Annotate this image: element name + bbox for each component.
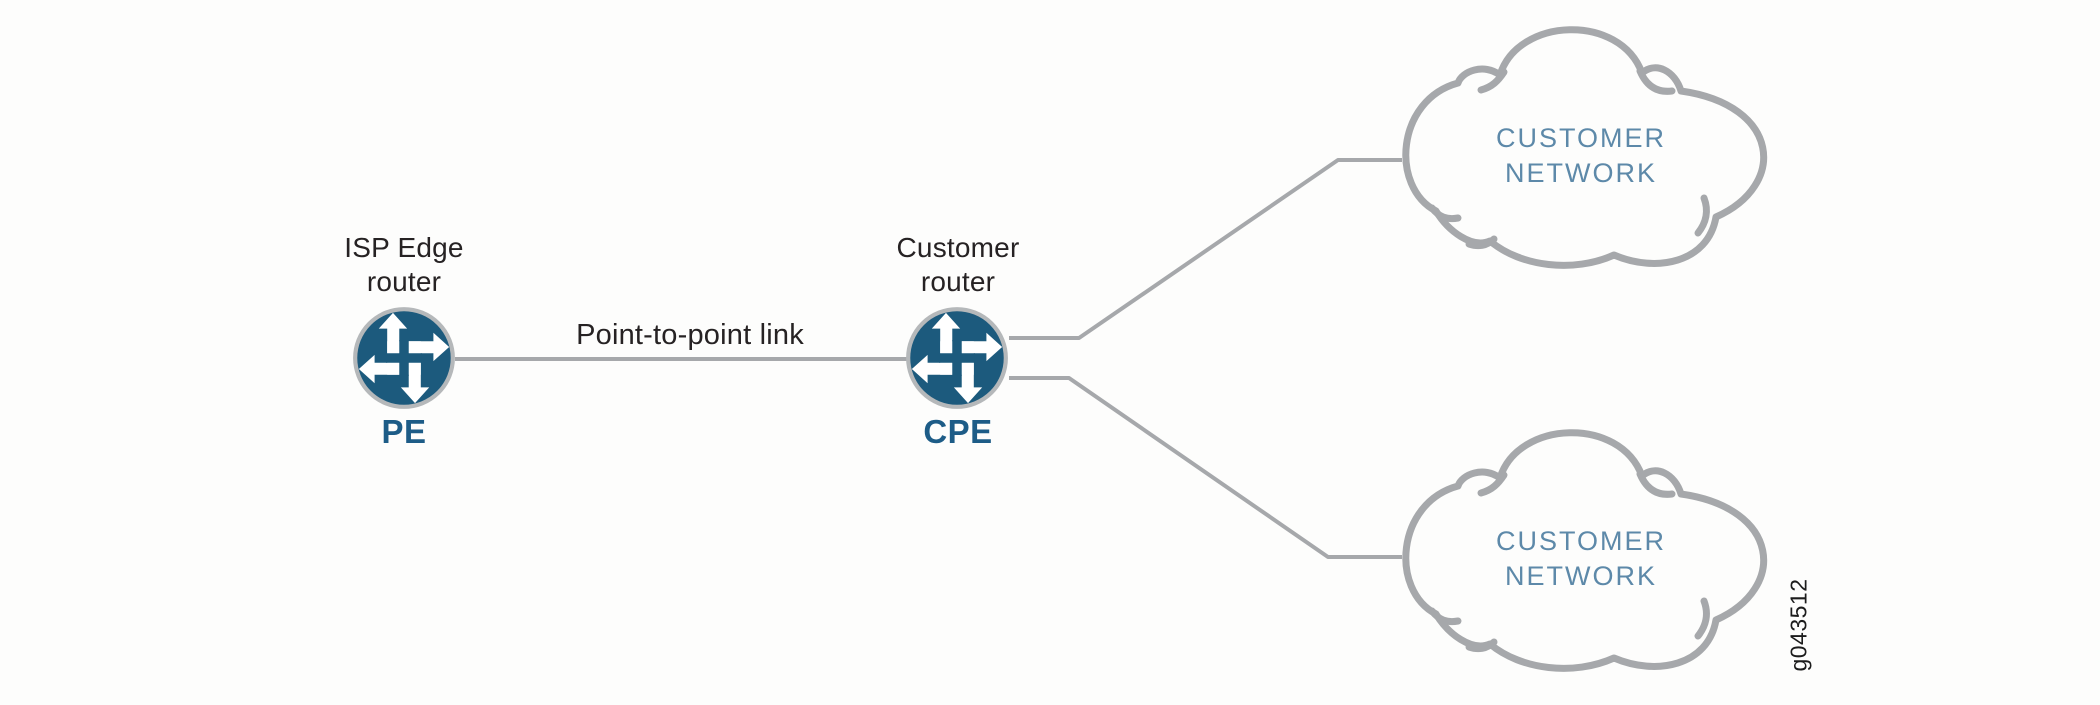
cpe-title: Customer router	[897, 231, 1020, 299]
pe-label: PE	[381, 413, 427, 450]
cloud-bottom-label-line2: NETWORK	[1504, 561, 1657, 591]
cloud-top-label-line1: CUSTOMER	[1495, 123, 1667, 153]
cloud-bottom-label: CUSTOMER NETWORK	[1496, 524, 1666, 594]
cpe-title-line2: router	[920, 266, 996, 297]
figure-id-label: g043512	[1785, 578, 1812, 672]
connector-cpe-to-bottom-cloud	[1009, 376, 1402, 559]
pe-title-line1: ISP Edge	[344, 232, 464, 263]
pe-title: ISP Edge router	[344, 231, 463, 299]
cpe-label: CPE	[923, 413, 993, 450]
cloud-top-label-line2: NETWORK	[1504, 158, 1657, 188]
pe-router-icon	[355, 309, 453, 407]
cpe-router-icon	[908, 309, 1006, 407]
pe-title-line2: router	[366, 266, 442, 297]
cloud-top-label: CUSTOMER NETWORK	[1496, 121, 1666, 191]
cpe-title-line1: Customer	[896, 232, 1020, 263]
cloud-bottom-label-line1: CUSTOMER	[1495, 526, 1667, 556]
link-label: Point-to-point link	[576, 319, 804, 351]
connector-cpe-to-top-cloud	[1009, 158, 1402, 340]
